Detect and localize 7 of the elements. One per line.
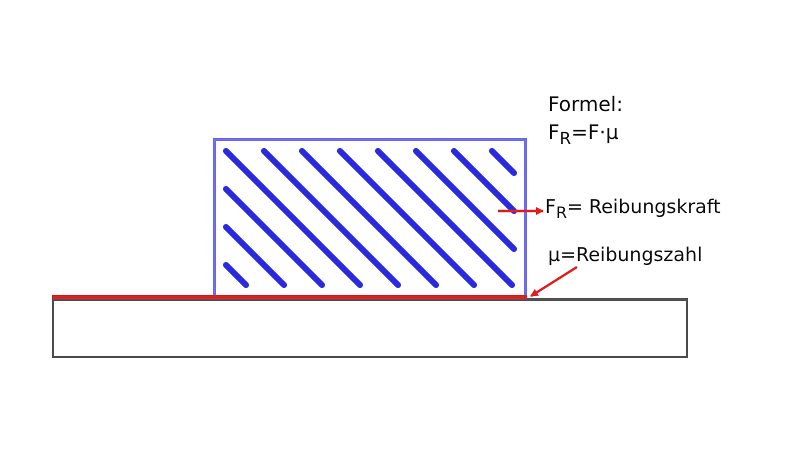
leader-arrow — [530, 266, 578, 298]
coefficient-label: μ=Reibungszahl — [548, 244, 702, 266]
hatched-block — [213, 138, 527, 298]
formula: F$_{R}$=F·μ — [548, 120, 618, 148]
formula-heading: Formel: — [548, 92, 623, 116]
force-label: F$_{R}$= Reibungskraft — [545, 196, 721, 222]
force-arrow — [498, 207, 544, 215]
